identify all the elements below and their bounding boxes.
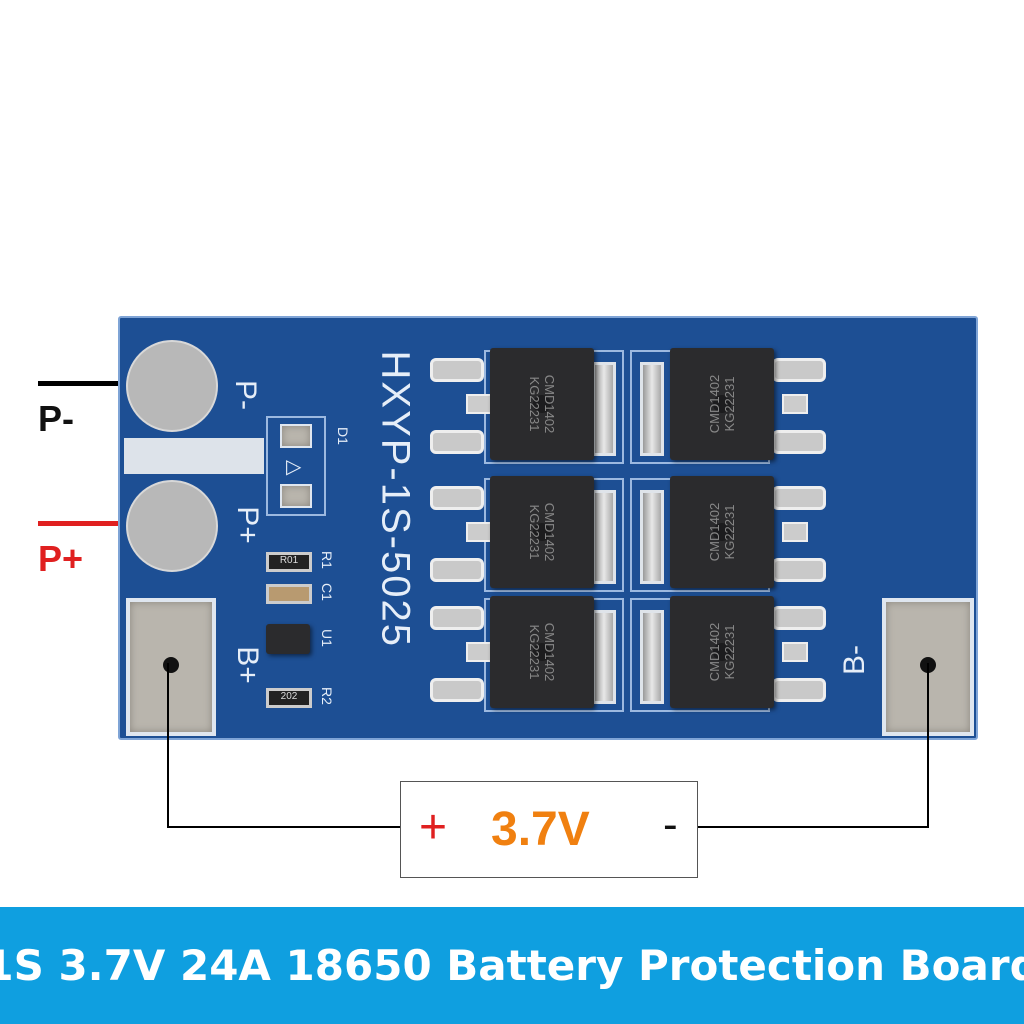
- r2-label: R2: [318, 687, 335, 705]
- p-minus-wire: [38, 381, 178, 386]
- mosfet-line2: KG22231: [527, 376, 542, 432]
- mosfet-line2: KG22231: [722, 624, 737, 680]
- p-minus-pad: [126, 340, 218, 432]
- u1-label: U1: [318, 629, 335, 647]
- mosfet-line2: KG22231: [722, 504, 737, 560]
- mosfet-line2: KG22231: [722, 376, 737, 432]
- mosfet-line1: CMD1402: [542, 374, 557, 434]
- mosfet-line2: KG22231: [527, 624, 542, 680]
- c1-capacitor: [266, 584, 312, 604]
- p-minus-label: P-: [229, 380, 262, 410]
- d1-label: D1: [334, 427, 351, 445]
- b-plus-label: B+: [230, 646, 264, 684]
- d1-diode: ▷: [266, 416, 326, 516]
- b-minus-lead-h: [697, 826, 929, 828]
- p-plus-label: P+: [230, 506, 264, 544]
- battery-box: + 3.7V -: [400, 781, 698, 878]
- mosfet-line1: CMD1402: [707, 374, 722, 434]
- r1-label: R1: [318, 551, 335, 569]
- board-model-label: HXYP-1S-5025: [373, 350, 418, 648]
- p-plus-pad: [126, 480, 218, 572]
- pcb-board: P- P+ B+ B- HXYP-1S-5025 ▷ D1 R01 R1 C1 …: [118, 316, 978, 740]
- mosfet-line1: CMD1402: [542, 622, 557, 682]
- p-plus-wire-label: P+: [38, 538, 84, 579]
- mosfet-line1: CMD1402: [542, 502, 557, 562]
- battery-plus: +: [419, 801, 448, 854]
- mosfet-line1: CMD1402: [707, 502, 722, 562]
- b-plus-lead-v: [167, 663, 169, 828]
- mosfet-line2: KG22231: [527, 504, 542, 560]
- battery-minus: -: [663, 800, 678, 849]
- p-minus-wire-label: P-: [38, 398, 74, 439]
- b-minus-lead-v: [927, 663, 929, 828]
- banner-title: 1S 3.7V 24A 18650 Battery Protection Boa…: [0, 941, 1024, 990]
- title-banner: 1S 3.7V 24A 18650 Battery Protection Boa…: [0, 907, 1024, 1024]
- battery-voltage: 3.7V: [491, 803, 590, 856]
- mosfet-line1: CMD1402: [707, 622, 722, 682]
- r2-resistor: 202: [266, 688, 312, 708]
- b-plus-lead-h: [167, 826, 401, 828]
- b-plus-pad: [126, 598, 216, 736]
- c1-label: C1: [318, 583, 335, 601]
- r1-resistor: R01: [266, 552, 312, 572]
- diode-icon: ▷: [286, 456, 302, 478]
- pad-strip: [124, 438, 264, 474]
- u1-ic: [266, 624, 310, 654]
- b-minus-label: B-: [838, 645, 871, 675]
- p-plus-wire: [38, 521, 178, 526]
